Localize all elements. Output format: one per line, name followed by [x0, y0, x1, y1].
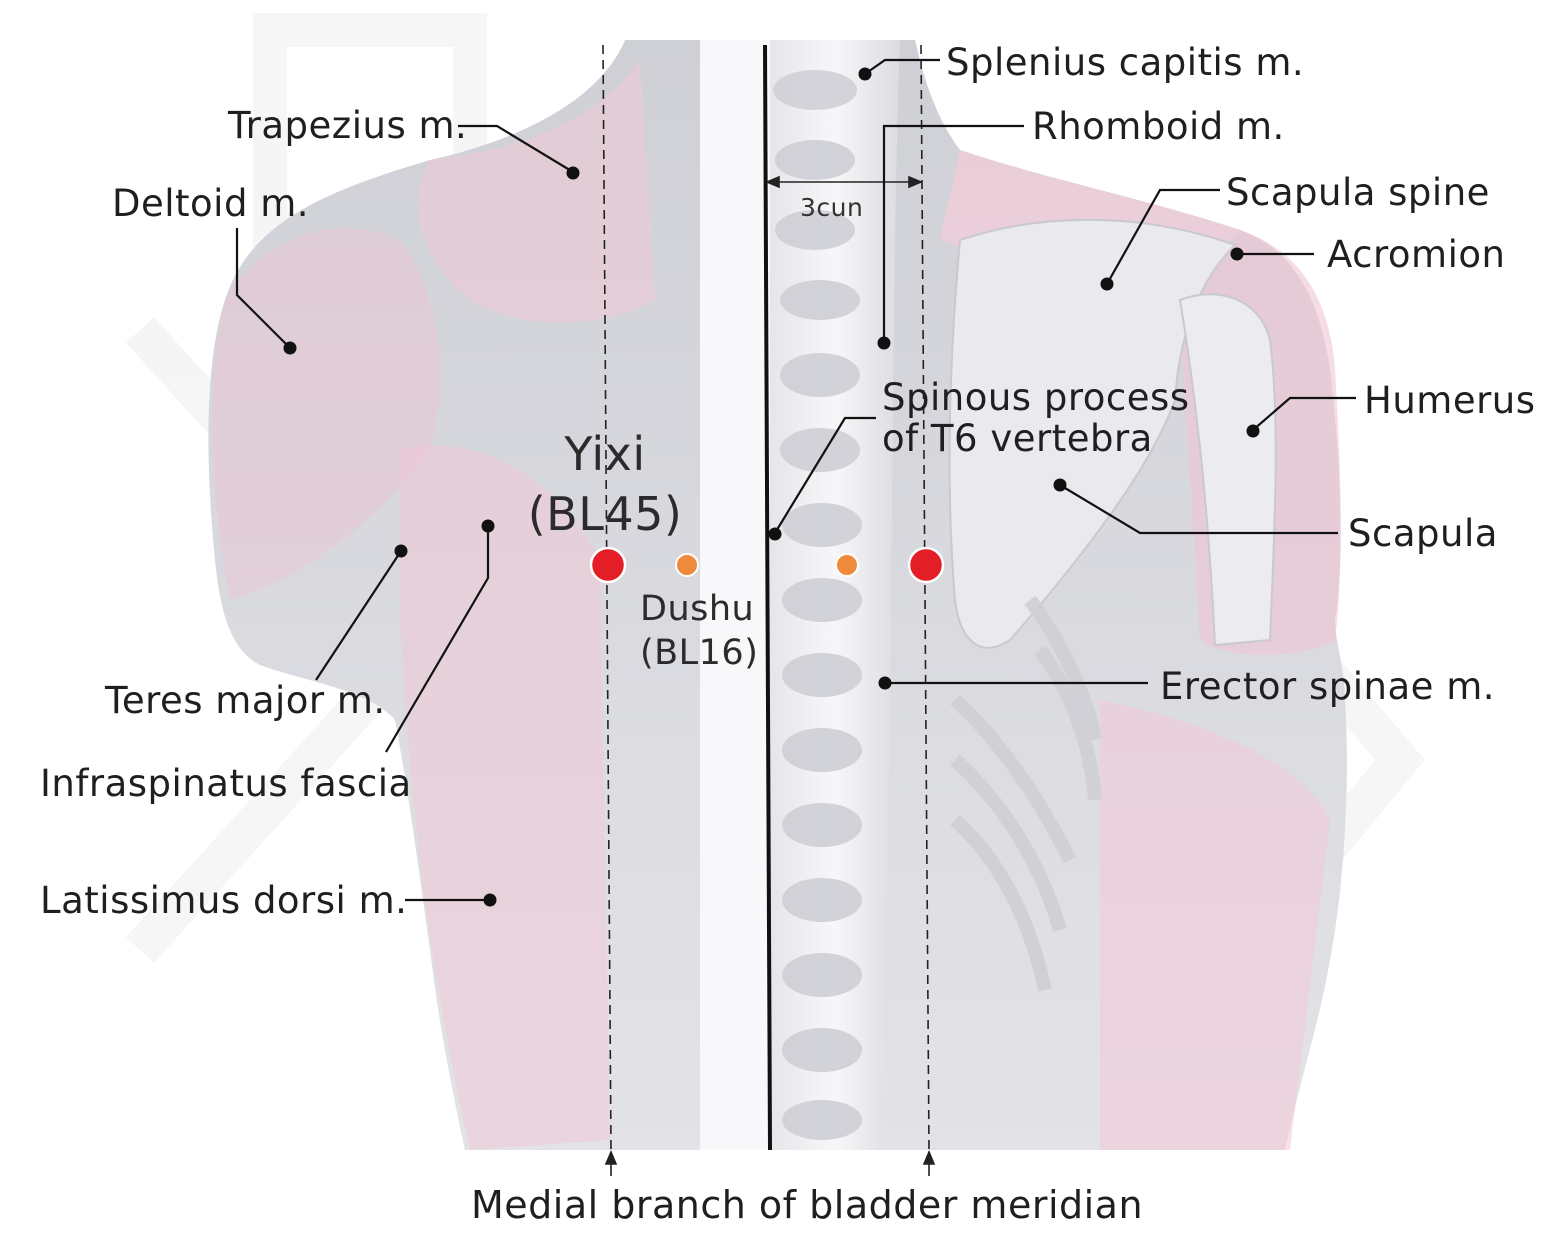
meridian-arrows — [604, 1149, 936, 1176]
label-yixi-point: Yixi (BL45) — [505, 425, 705, 545]
splenius-leader — [864, 58, 940, 75]
dushu-point-right[interactable] — [835, 553, 859, 577]
label-erector-spinae: Erector spinae m. — [1160, 665, 1495, 708]
label-spinous-process-line1: Spinous process — [882, 376, 1190, 419]
meridian-line-right — [920, 44, 930, 1151]
teres-major-leader — [315, 550, 402, 681]
yixi-point-left[interactable] — [589, 546, 627, 584]
label-meridian: Medial branch of bladder meridian — [471, 1183, 1144, 1227]
label-trapezius: Trapezius m. — [228, 104, 468, 147]
label-rhomboid: Rhomboid m. — [1032, 105, 1285, 148]
label-splenius: Splenius capitis m. — [946, 41, 1305, 84]
trapezius-leader — [458, 124, 574, 173]
spinous-process-leader — [774, 416, 876, 534]
label-scapula: Scapula — [1348, 512, 1498, 555]
scapula-spine-leader — [1106, 188, 1220, 285]
dushu-point-left[interactable] — [675, 553, 699, 577]
yixi-code: (BL45) — [527, 486, 683, 541]
posterior-midline — [763, 44, 772, 1151]
torso — [208, 40, 1347, 1151]
label-measure: 3cun — [800, 193, 864, 222]
dushu-name: Dushu — [640, 589, 755, 629]
meridian-line-left — [602, 44, 612, 1151]
leader-lines — [235, 58, 1356, 902]
scapula-leader — [1059, 484, 1338, 535]
infraspinatus-leader — [385, 526, 490, 753]
label-deltoid: Deltoid m. — [112, 182, 310, 225]
measure-arrow — [764, 175, 924, 189]
humerus-leader — [1252, 396, 1356, 431]
rhomboid-leader — [882, 124, 1024, 343]
label-latissimus: Latissimus dorsi m. — [40, 879, 408, 922]
label-humerus: Humerus — [1364, 379, 1536, 422]
yixi-point-right[interactable] — [907, 546, 945, 584]
deltoid-leader — [235, 228, 291, 349]
label-dushu-point: Dushu (BL16) — [640, 588, 758, 676]
dushu-code: (BL16) — [640, 632, 759, 673]
leader-dots — [283, 67, 1260, 907]
label-spinous-process: Spinous process of T6 vertebra — [882, 377, 1190, 460]
label-teres-major: Teres major m. — [105, 679, 386, 722]
label-acromion: Acromion — [1327, 233, 1506, 276]
label-infraspinatus: Infraspinatus fascia — [40, 762, 412, 805]
yixi-name: Yixi — [564, 427, 646, 481]
label-scapula-spine: Scapula spine — [1226, 171, 1490, 214]
label-spinous-process-line2: of T6 vertebra — [882, 417, 1153, 461]
